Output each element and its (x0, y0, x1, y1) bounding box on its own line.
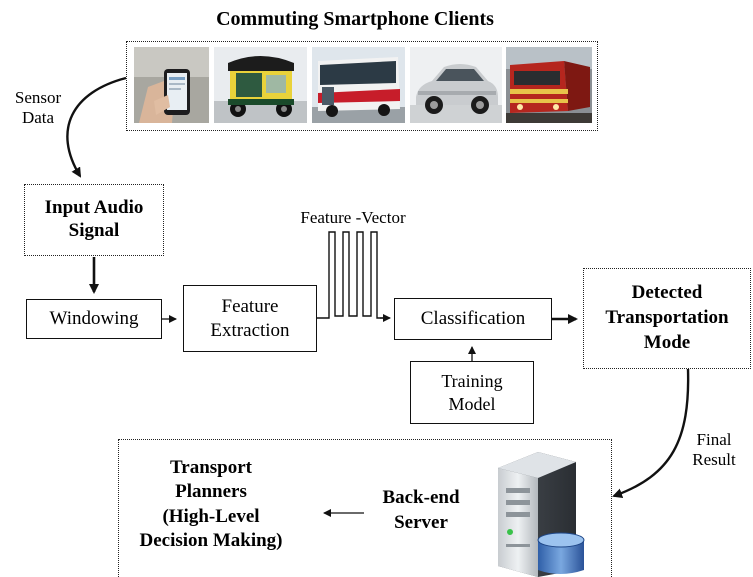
training-model-line-2: Model (448, 393, 496, 414)
detected-mode-line-3: Mode (643, 331, 691, 353)
final-result-arrow (612, 368, 690, 498)
planners-line-4: Decision Making) (139, 529, 283, 551)
backend-line-2: Server (394, 511, 448, 533)
sensor-data-label: Sensor Data (4, 88, 72, 127)
train-photo (506, 47, 592, 123)
diagram-title: Commuting Smartphone Clients (216, 8, 494, 30)
training-model-box: Training Model (410, 361, 534, 424)
feature-extraction-line-1: Feature (221, 295, 279, 317)
backend-line-1: Back-end (382, 487, 460, 508)
final-result-line-1: Final (696, 430, 732, 449)
feature-vector-bars (317, 231, 388, 319)
phone-photo (134, 47, 209, 123)
sensor-label-line-2: Data (21, 107, 55, 127)
input-box-line-2: Signal (68, 220, 120, 241)
training-model-line-1: Training (441, 371, 503, 391)
backend-server-label: Back-end Server (366, 486, 476, 535)
clients-panel (126, 41, 598, 131)
detected-mode-box: Detected Transportation Mode (583, 268, 751, 369)
windowing-box: Windowing (26, 299, 162, 339)
bus-photo (312, 47, 405, 123)
transport-planners-label: Transport Planners (High-Level Decision … (126, 456, 296, 553)
input-audio-signal-box: Input Audio Signal (24, 184, 164, 256)
classification-label: Classification (420, 308, 526, 329)
planners-line-3: (High-Level (162, 505, 260, 527)
planners-line-2: Planners (175, 481, 247, 503)
detected-mode-line-1: Detected (631, 282, 703, 304)
server-icon (480, 448, 602, 577)
detected-mode-line-2: Transportation (605, 307, 729, 329)
final-result-line-2: Result (692, 449, 736, 469)
sensor-data-arrow (66, 76, 127, 178)
feature-vector-label: Feature -Vector (300, 208, 406, 227)
auto-rickshaw-photo (214, 47, 307, 123)
backend-panel (118, 439, 612, 577)
car-photo (410, 47, 502, 123)
sensor-label-line-1: Sensor (14, 88, 62, 107)
final-result-label: Final Result (678, 430, 750, 469)
feature-extraction-line-2: Extraction (210, 319, 290, 341)
classification-box: Classification (394, 298, 552, 340)
input-box-line-1: Input Audio (44, 197, 144, 219)
windowing-label: Windowing (49, 308, 139, 329)
feature-extraction-box: Feature Extraction (183, 285, 317, 352)
planners-line-1: Transport (170, 457, 252, 478)
